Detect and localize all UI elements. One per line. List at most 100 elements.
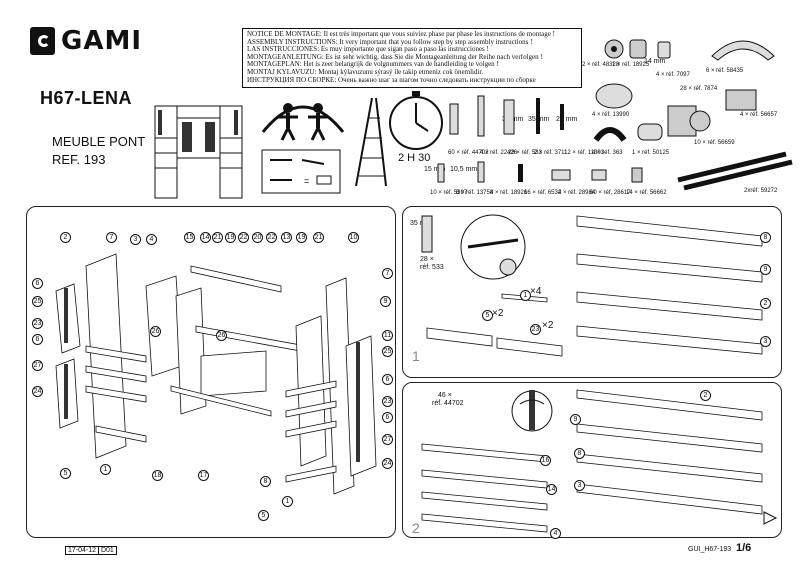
drawer-runner-icon (677, 151, 793, 191)
part-number-callout: 9 (570, 414, 581, 425)
part-number-callout: 5 (60, 468, 71, 479)
part-number-callout: 19 (225, 232, 236, 243)
assembly-time: 2 H 30 (398, 152, 431, 164)
part-number-callout: 9 (380, 296, 391, 307)
hardware-item: 2 × réf. 48328 (582, 62, 620, 68)
step-2-diagram (421, 389, 778, 533)
part-number-callout: 26 (150, 326, 161, 337)
part-number-callout: 23 (382, 396, 393, 407)
hardware-item: 4 × réf. 56657 (740, 112, 778, 118)
gami-logo: GAMI (30, 24, 142, 58)
part-number-callout: 6 (382, 412, 393, 423)
product-thumbnail (154, 105, 243, 199)
part-number-callout: 3 (574, 480, 585, 491)
part-number-callout: 6 (32, 278, 43, 289)
footer-date: 17-04-12 D01 (65, 546, 117, 555)
part-number-callout: 27 (32, 360, 43, 371)
part-number-callout: 23 (32, 318, 43, 329)
hardware-item: 2xréf: 59272 (744, 188, 778, 194)
part-number-callout: 9 (760, 264, 771, 275)
screws-icon (449, 95, 564, 137)
part-number-callout: 1 (520, 290, 531, 301)
brand-name: GAMI (60, 26, 142, 56)
part-number-callout: 14 (546, 484, 557, 495)
step-1-mult-a: ×4 (530, 286, 542, 297)
exploded-view-panel (26, 206, 396, 538)
dimension-label: 22 mm (556, 116, 578, 123)
part-number-callout: 2 (60, 232, 71, 243)
part-number-callout: 17 (198, 470, 209, 481)
part-number-callout: 10 (348, 232, 359, 243)
step-1-dowel-qty: 28 × (420, 256, 434, 263)
cabinet-lock-icon (593, 127, 627, 142)
hardware-item: 6 × réf. 58435 (706, 68, 744, 74)
product-type: MEUBLE PONT (52, 134, 146, 149)
part-number-callout: 22 (266, 232, 277, 243)
part-number-callout: 21 (212, 232, 223, 243)
part-number-callout: 7 (382, 268, 393, 279)
hardware-item: 4 × réf. 363 (592, 150, 623, 156)
product-ref: REF. 193 (52, 152, 106, 167)
step-2-panel (402, 382, 782, 538)
round-knob-icon (595, 83, 633, 109)
step-2-ref: réf. 44702 (432, 400, 464, 407)
part-number-callout: 25 (382, 346, 393, 357)
dowel-insert-detail (460, 214, 526, 280)
hardware-item: 2 × réf. 3711 (534, 150, 568, 156)
hardware-item: 4 × réf. 22426 (480, 150, 518, 156)
part-number-callout: 2 (700, 390, 711, 401)
handle-icon (711, 40, 775, 61)
gami-logo-icon (30, 27, 55, 55)
part-number-callout: 2 (760, 298, 771, 309)
step-1-number: 1 (412, 348, 420, 364)
step-2-number: 2 (412, 520, 420, 536)
product-model: H67-LENA (40, 88, 133, 108)
part-number-callout: 8 (260, 476, 271, 487)
hardware-item: 1 × réf. 50125 (632, 150, 670, 156)
small-parts-icon (437, 161, 643, 183)
hardware-item: 4 × réf. 18926 (490, 190, 528, 196)
part-number-callout: 8 (760, 232, 771, 243)
dowel-icon (421, 215, 433, 253)
exploded-view-diagram (55, 253, 377, 495)
dimension-label: 14 mm (644, 58, 666, 65)
part-number-callout: 26 (216, 330, 227, 341)
part-number-callout: 19 (296, 232, 307, 243)
svg-text:=: = (304, 176, 309, 186)
cam-lock-icon (604, 39, 624, 59)
hardware-item: 10 × réf. 56659 (694, 140, 735, 146)
part-number-callout: 21 (313, 232, 324, 243)
clock-icon (389, 91, 443, 150)
step-1-dowel-ref: réf. 533 (420, 264, 444, 271)
dimension-label: 35 mm (410, 220, 432, 227)
ladder-icon (355, 97, 387, 187)
part-number-callout: 27 (382, 434, 393, 445)
part-number-callout: 23 (530, 324, 541, 335)
step-1-diagram (426, 215, 763, 357)
hardware-item: 60 × réf. 28617 (590, 190, 631, 196)
part-number-callout: 5 (258, 510, 269, 521)
part-number-callout: 4 (146, 234, 157, 245)
part-number-callout: 3 (130, 234, 141, 245)
hardware-item: 8 × réf. 13758 (456, 190, 494, 196)
hardware-item: 1 × réf. 18925 (612, 62, 650, 68)
hardware-item: 28 × réf. 533 (508, 150, 542, 156)
part-number-callout: 1 (282, 496, 293, 507)
lock-cylinder-icon (637, 123, 663, 141)
assembly-notice: NOTICE DE MONTAGE: Il est très important… (242, 28, 582, 88)
hardware-item: 14 × réf. 56662 (626, 190, 667, 196)
hardware-item: 28 × réf. 7874 (680, 86, 718, 92)
hardware-item: 4 × réf. 28984 (558, 190, 596, 196)
part-number-callout: 4 (550, 528, 561, 539)
part-number-callout: 16 (540, 455, 551, 466)
connector-icon (629, 39, 647, 59)
part-number-callout: 18 (152, 470, 163, 481)
part-number-callout: 6 (32, 334, 43, 345)
hinge-icon (667, 105, 711, 137)
hardware-item: 4 × réf. 7097 (656, 72, 690, 78)
tools-icon: = (261, 149, 341, 194)
part-number-callout: 24 (382, 458, 393, 469)
hardware-item: 10 × réf. 5397 (430, 190, 468, 196)
part-number-callout: 20 (252, 232, 263, 243)
dimension-label: 15 mm (424, 166, 446, 173)
